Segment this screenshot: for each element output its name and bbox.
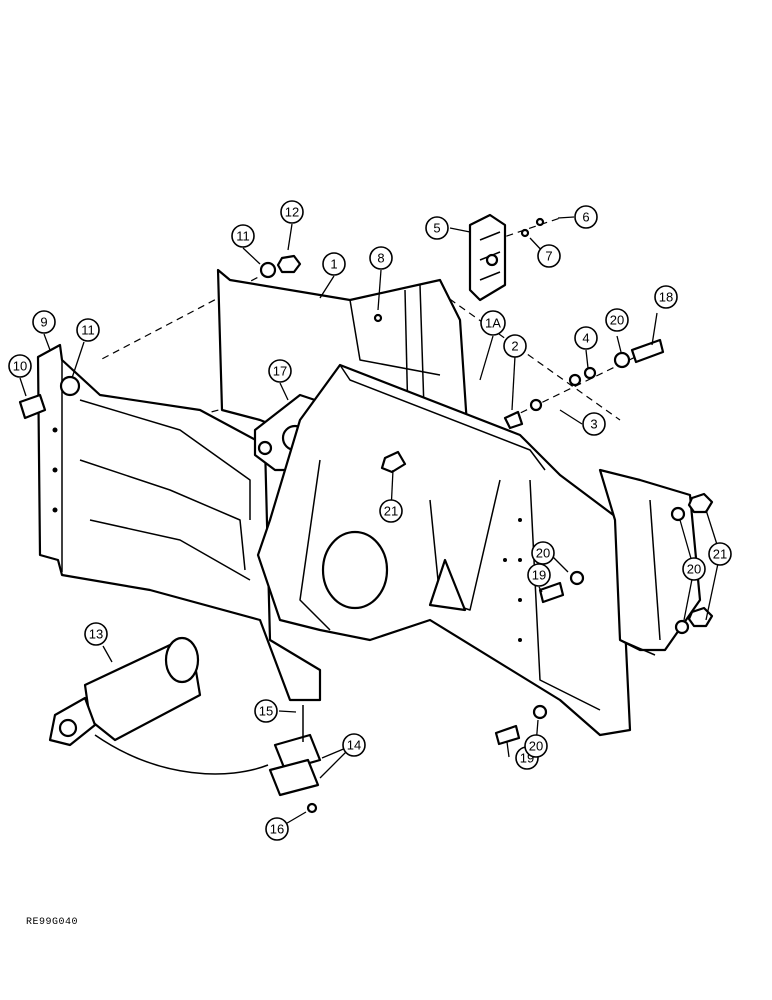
callout-11-top-label: 11 [236, 229, 250, 244]
callout-11-left: 11 [76, 318, 100, 342]
callout-5-label: 5 [433, 221, 440, 236]
callout-17-label: 17 [273, 364, 287, 379]
callout-2: 2 [503, 334, 527, 358]
callout-4-label: 4 [582, 331, 589, 346]
callout-7-label: 7 [545, 249, 552, 264]
callout-20-top: 20 [605, 308, 629, 332]
callout-10-label: 10 [13, 359, 27, 374]
callout-3-label: 3 [590, 417, 597, 432]
callout-16-label: 16 [270, 822, 284, 837]
callout-1a: 1A [480, 310, 506, 336]
callout-20-mid: 20 [531, 541, 555, 565]
clamp-blocks [268, 705, 322, 814]
callout-13-label: 13 [89, 627, 103, 642]
callout-9-label: 9 [40, 315, 47, 330]
callout-15: 15 [254, 699, 278, 723]
callout-20-right: 20 [682, 557, 706, 581]
callout-12-label: 12 [285, 205, 299, 220]
callout-18: 18 [654, 285, 678, 309]
callout-14-label: 14 [347, 738, 361, 753]
callout-21-center-label: 21 [384, 504, 398, 519]
callout-12: 12 [280, 200, 304, 224]
callout-21-center: 21 [379, 499, 403, 523]
callout-21-right: 21 [708, 542, 732, 566]
callout-8: 8 [369, 246, 393, 270]
callout-20-right-label: 20 [687, 562, 701, 577]
callout-20-bottom: 20 [524, 734, 548, 758]
callout-19-mid-label: 19 [532, 568, 546, 583]
callout-16: 16 [265, 817, 289, 841]
hardware [18, 217, 714, 746]
callout-2-label: 2 [511, 339, 518, 354]
callout-1: 1 [322, 252, 346, 276]
callout-20-mid-label: 20 [536, 546, 550, 561]
callout-18-label: 18 [659, 290, 673, 305]
callout-1-label: 1 [330, 257, 337, 272]
callout-1a-label: 1A [485, 316, 501, 331]
callout-15-label: 15 [259, 704, 273, 719]
callout-11-left-label: 11 [81, 323, 95, 338]
main-tower-frame [256, 363, 632, 737]
callout-17: 17 [268, 359, 292, 383]
callout-13: 13 [84, 622, 108, 646]
callout-9: 9 [32, 310, 56, 334]
frame-rear-plate [36, 343, 322, 702]
drawing-reference-code: RE99G040 [26, 917, 79, 928]
valve [468, 213, 507, 302]
callout-19-mid: 19 [527, 563, 551, 587]
callout-21-right-label: 21 [713, 547, 727, 562]
callout-3: 3 [582, 412, 606, 436]
callout-5: 5 [425, 216, 449, 240]
callout-20-top-label: 20 [610, 313, 624, 328]
hydraulic-cylinder [48, 636, 269, 775]
callout-6: 6 [574, 205, 598, 229]
callout-14: 14 [342, 733, 366, 757]
callout-8-label: 8 [377, 251, 384, 266]
callout-10: 10 [8, 354, 32, 378]
callout-6-label: 6 [582, 210, 589, 225]
callout-4: 4 [574, 326, 598, 350]
callout-7: 7 [537, 244, 561, 268]
callout-11-top: 11 [231, 224, 255, 248]
callout-20-bottom-label: 20 [529, 739, 543, 754]
